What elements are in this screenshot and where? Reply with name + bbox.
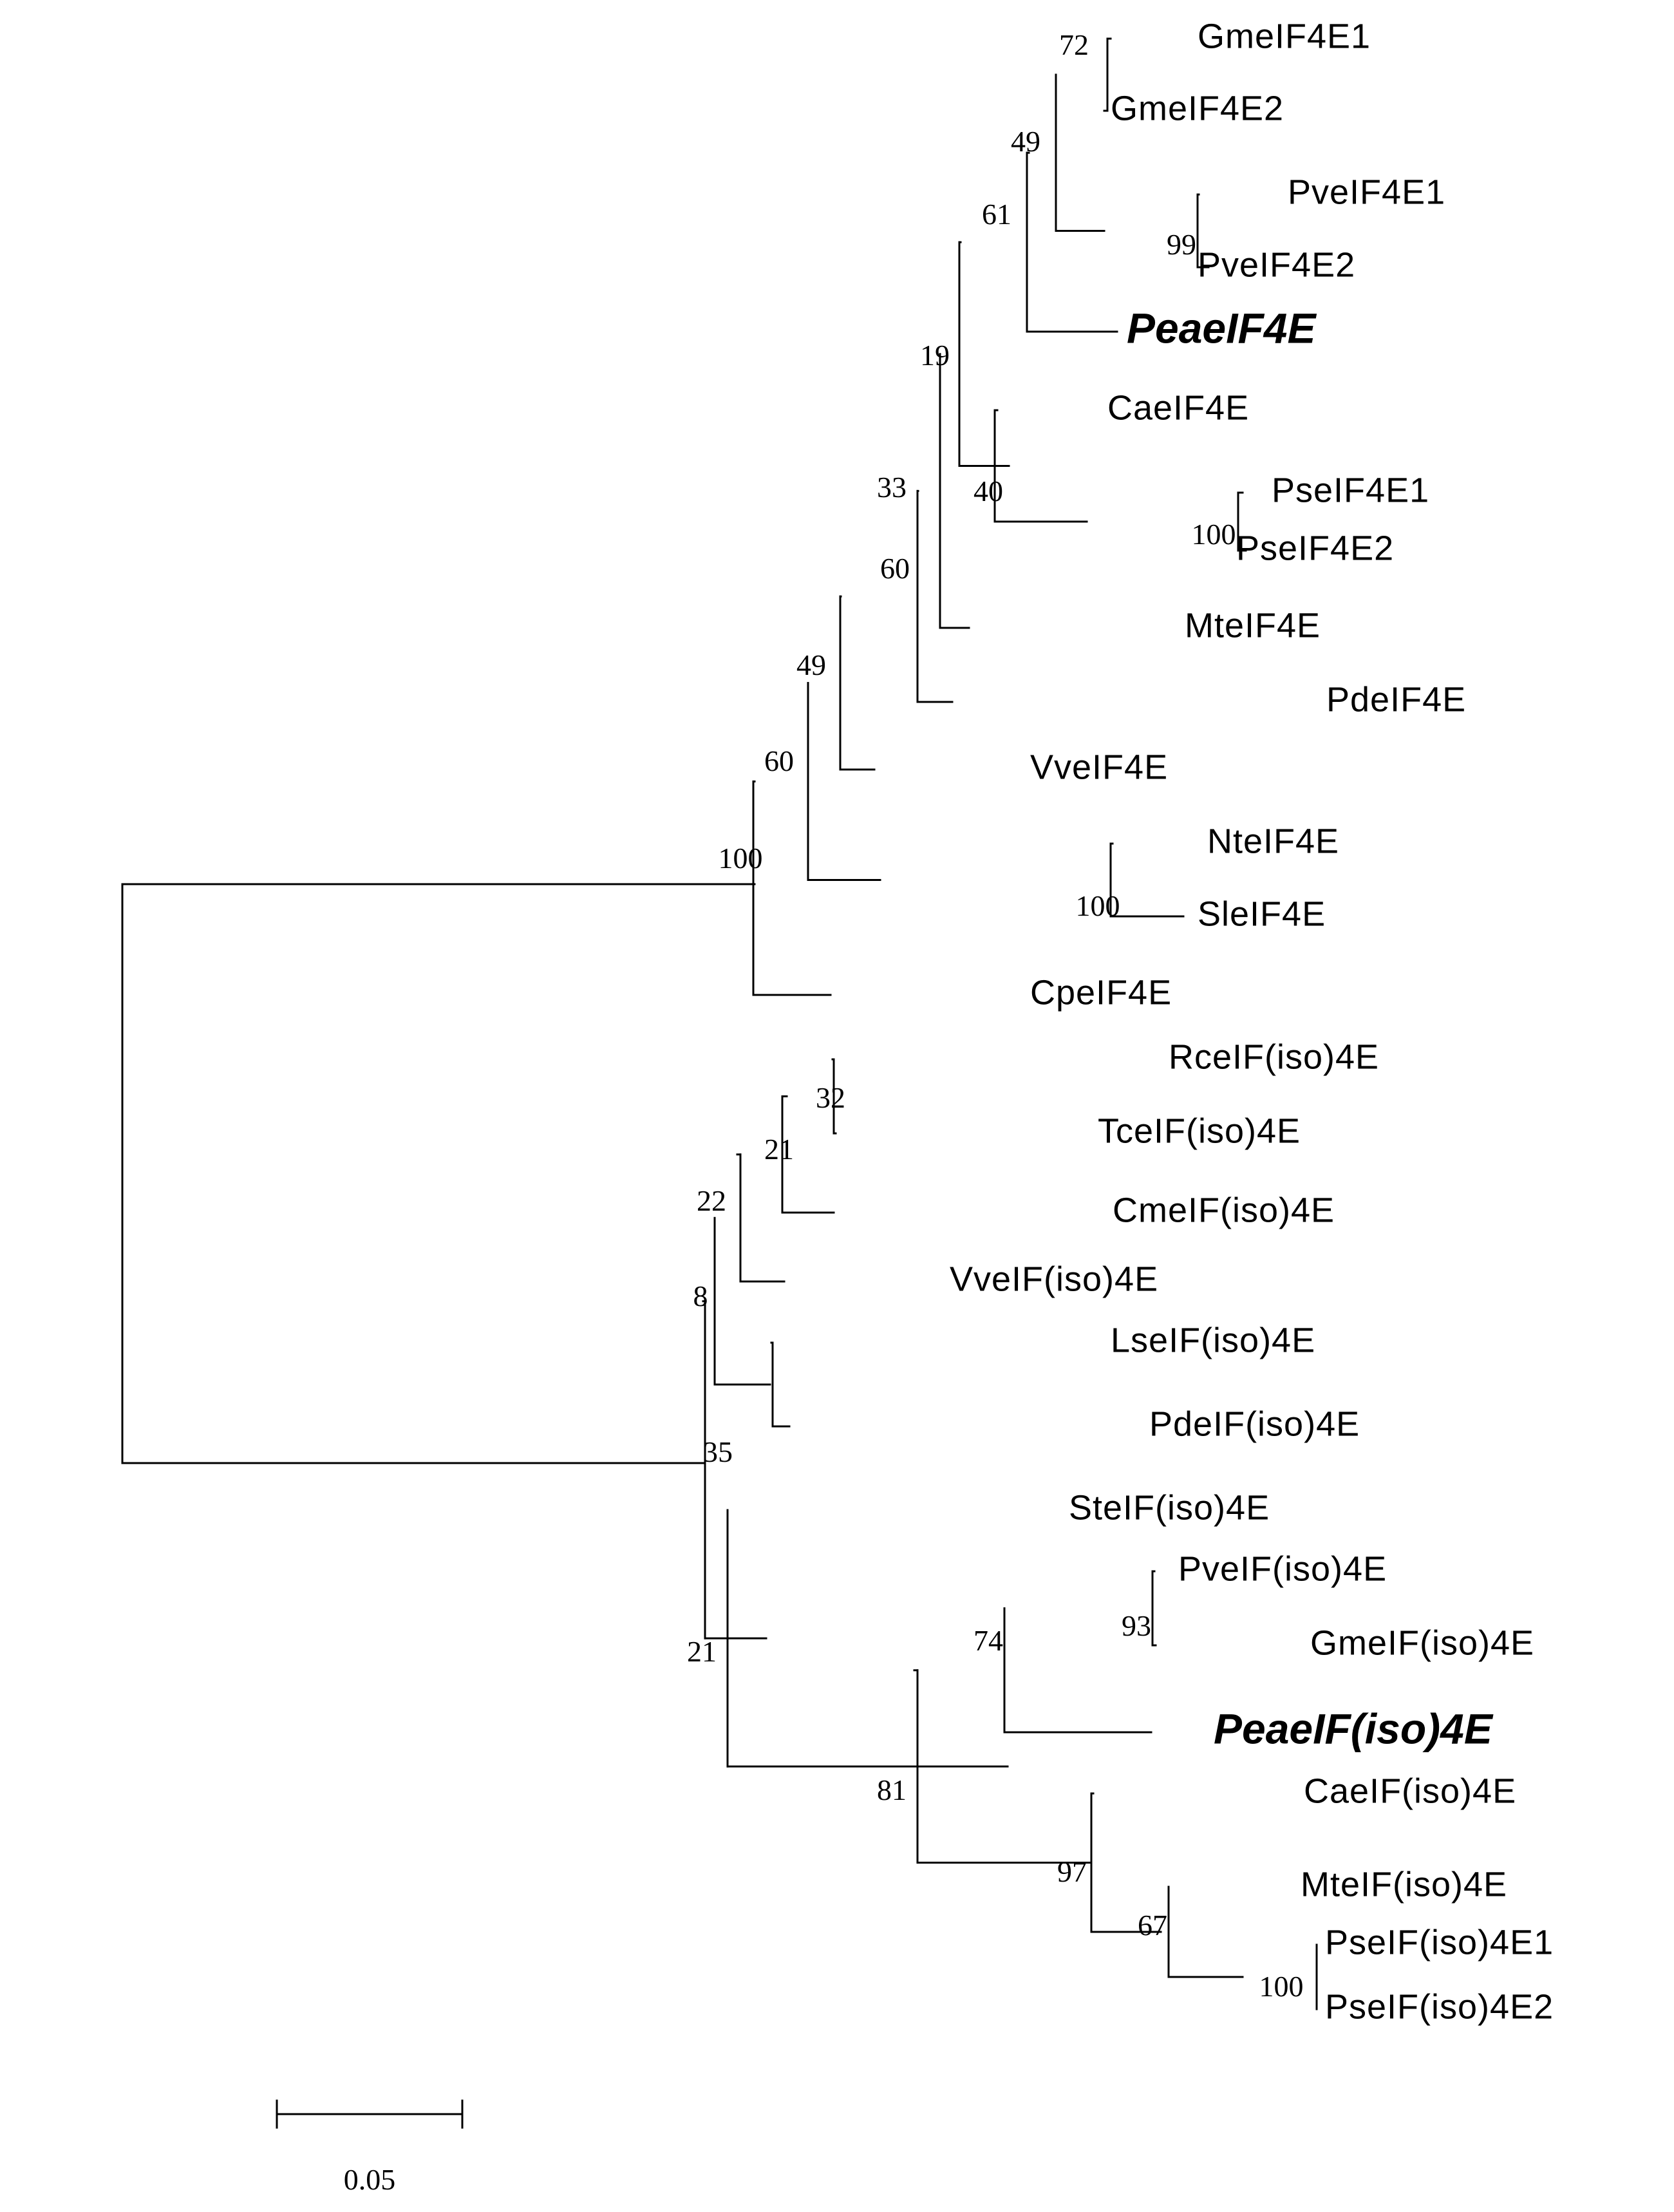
bootstrap-value-n_93: 93 [1122, 1609, 1151, 1642]
bootstrap-value-n_81: 81 [877, 1773, 907, 1806]
bootstrap-value-n_33: 33 [877, 471, 907, 504]
bootstrap-value-n_psiso: 100 [1259, 1970, 1304, 2003]
taxon-label-LseIFiso4E: LseIF(iso)4E [1111, 1321, 1315, 1359]
taxon-label-CaeIF4E: CaeIF4E [1107, 388, 1249, 427]
taxon-label-MteIFiso4E: MteIF(iso)4E [1301, 1865, 1507, 1904]
bootstrap-value-n_74: 74 [973, 1624, 1003, 1657]
bootstrap-value-n_60a: 60 [880, 552, 910, 585]
bootstrap-value-n_19: 19 [920, 339, 950, 372]
bootstrap-value-n_97: 97 [1057, 1855, 1087, 1888]
taxon-label-PveIFiso4E: PveIF(iso)4E [1178, 1549, 1387, 1588]
bootstrap-value-n_ntsl: 100 [1076, 889, 1120, 922]
taxon-label-PseIF4E2: PseIF4E2 [1236, 529, 1394, 567]
bootstrap-value-n_60b: 60 [764, 744, 794, 777]
bootstrap-value-n_21a: 21 [764, 1133, 794, 1166]
taxon-label-PdeIF4E: PdeIF4E [1326, 680, 1466, 719]
bootstrap-value-n_21b: 21 [687, 1635, 717, 1668]
taxon-label-CaeIFiso4E: CaeIF(iso)4E [1304, 1772, 1516, 1810]
scale-bar: 0.05 [276, 2099, 464, 2196]
taxon-label-GmeIFiso4E: GmeIF(iso)4E [1310, 1623, 1534, 1662]
taxon-label-TceIFiso4E: TceIF(iso)4E [1098, 1111, 1301, 1150]
taxon-label-SleIF4E: SleIF4E [1198, 894, 1326, 933]
taxon-label-PseIF4E1: PseIF4E1 [1272, 471, 1429, 509]
taxon-label-PeaeIF4E: PeaeIF4E [1127, 304, 1317, 352]
taxon-label-SteIFiso4E: SteIF(iso)4E [1069, 1488, 1270, 1527]
taxon-label-PveIF4E2: PveIF4E2 [1198, 245, 1355, 284]
bootstrap-value-n_35: 35 [703, 1435, 733, 1468]
taxon-label-PveIF4E1: PveIF4E1 [1288, 173, 1445, 211]
taxon-label-VveIFiso4E: VveIF(iso)4E [950, 1260, 1158, 1298]
bootstrap-value-n_eif4e: 100 [719, 842, 763, 874]
taxon-label-GmeIF4E2: GmeIF4E2 [1111, 89, 1284, 128]
tree-branches [121, 37, 1318, 2010]
bootstrap-value-n_caps: 40 [973, 475, 1003, 507]
taxon-label-PseIFiso4E2: PseIF(iso)4E2 [1325, 1987, 1554, 2026]
taxon-label-RceIFiso4E: RceIF(iso)4E [1169, 1037, 1379, 1076]
taxon-label-CpeIF4E: CpeIF4E [1030, 973, 1172, 1012]
taxon-label-VveIF4E: VveIF4E [1030, 748, 1168, 786]
taxon-label-PseIFiso4E1: PseIF(iso)4E1 [1325, 1923, 1554, 1961]
taxon-labels: GmeIF4E1GmeIF4E2PveIF4E1PveIF4E2PeaeIF4E… [950, 17, 1554, 2026]
bootstrap-value-n_ps: 100 [1192, 518, 1236, 551]
taxon-label-PdeIFiso4E: PdeIF(iso)4E [1149, 1404, 1360, 1443]
taxon-label-GmeIF4E1: GmeIF4E1 [1198, 17, 1371, 55]
bootstrap-value-n_gm: 72 [1059, 28, 1089, 61]
bootstrap-value-n_gmpv: 49 [1011, 125, 1040, 158]
bootstrap-value-n_22: 22 [697, 1184, 726, 1217]
taxon-label-NteIF4E: NteIF4E [1207, 822, 1339, 860]
bootstrap-value-n_pea: 61 [982, 198, 1011, 231]
taxon-label-MteIF4E: MteIF4E [1185, 606, 1321, 645]
bootstrap-value-n_49: 49 [796, 648, 826, 681]
bootstrap-value-n_pv: 99 [1167, 228, 1196, 261]
scale-bar-label: 0.05 [344, 2163, 396, 2196]
taxon-label-CmeIFiso4E: CmeIF(iso)4E [1113, 1191, 1335, 1229]
bootstrap-labels: 72 99 49 61 100 40 19 33 60 49 100 60 100 32 21 22 8 93 74… [687, 28, 1304, 2003]
bootstrap-value-n_67: 67 [1138, 1909, 1167, 1942]
bootstrap-value-n_8: 8 [693, 1280, 708, 1312]
taxon-label-PeaeIFiso4E: PeaeIF(iso)4E [1214, 1705, 1494, 1752]
bootstrap-value-n_32: 32 [816, 1081, 845, 1114]
